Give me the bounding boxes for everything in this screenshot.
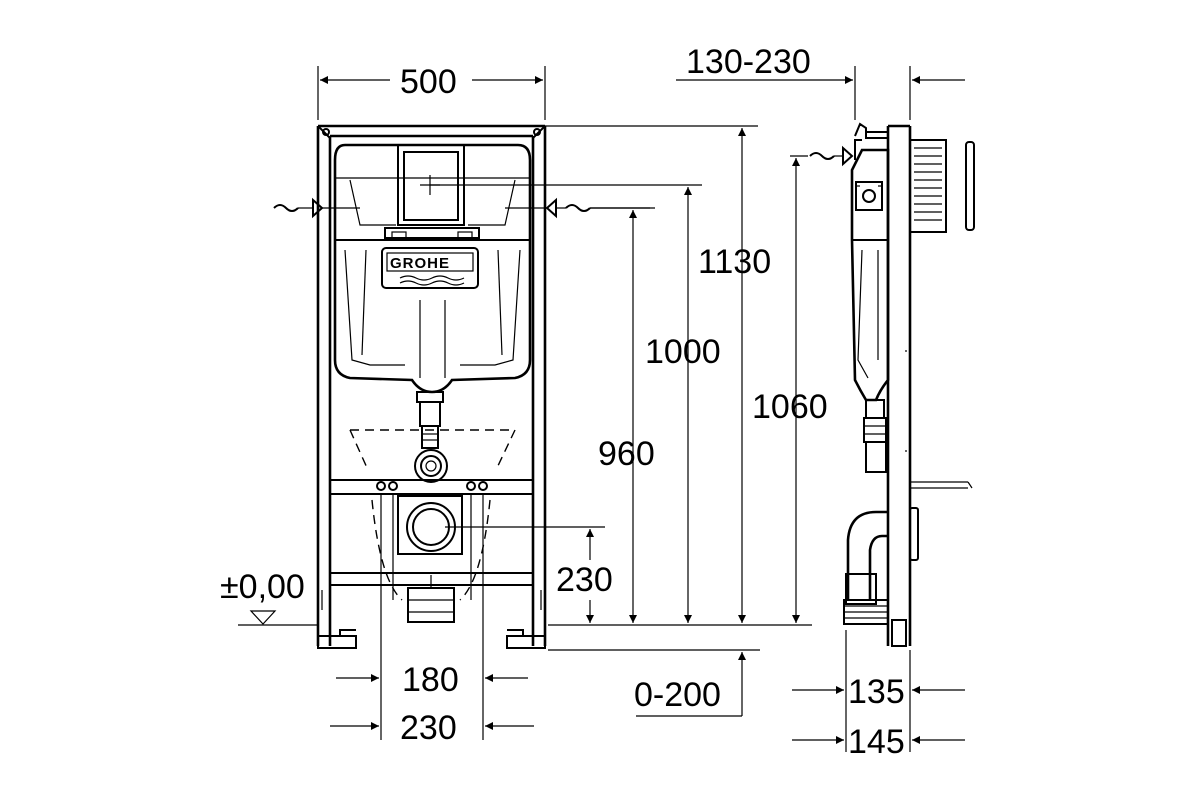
brand-logo: GROHE <box>390 255 450 272</box>
dim-0-200-label: 0-200 <box>634 676 721 714</box>
dim-180-label: 180 <box>402 661 459 699</box>
waste-outlet <box>397 495 463 623</box>
dim-230-width-label: 230 <box>400 709 457 747</box>
dim-1000-label: 1000 <box>645 333 721 371</box>
cistern: GROHE <box>333 143 532 394</box>
side-view <box>790 122 975 647</box>
floor-level-label: ±0,00 <box>220 568 305 606</box>
side-dimensions: 130-230 1060 135 145 <box>676 43 965 761</box>
flush-pipe <box>414 391 448 483</box>
dim-130-230-label: 130-230 <box>686 43 811 81</box>
dim-1060-label: 1060 <box>752 388 828 426</box>
dim-145-label: 145 <box>848 723 905 761</box>
dim-135-label: 135 <box>848 673 905 711</box>
front-view: GROHE <box>273 124 655 690</box>
dim-230-height-label: 230 <box>556 561 613 599</box>
dim-1130-label: 1130 <box>698 243 771 281</box>
dim-960-label: 960 <box>598 435 655 473</box>
wc-outline <box>349 429 517 601</box>
frame-outline <box>316 124 547 649</box>
front-dimensions: 500 1130 1000 960 230 0-200 ±0,00 180 <box>220 63 812 747</box>
dim-500-label: 500 <box>400 63 457 101</box>
